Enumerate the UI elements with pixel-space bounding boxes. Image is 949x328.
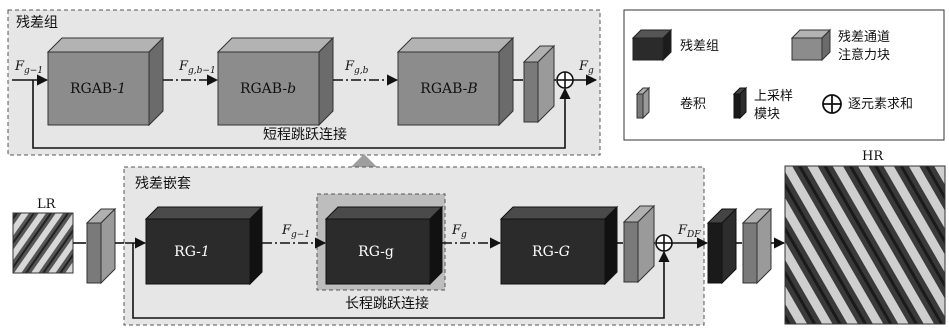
rg-cube-G: RG-G [501, 207, 617, 284]
rgab-cube-b: RGAB-b [218, 38, 333, 125]
f-out-sub: g [588, 66, 594, 76]
legend-label-3b: 模块 [754, 107, 780, 122]
long-skip-label: 长程跳跃连接 [345, 295, 429, 312]
rgab-1-prefix: RGAB- [70, 81, 117, 97]
legend-label-1: 残差通道 [838, 30, 890, 45]
f-in-sub: g−1 [24, 66, 43, 76]
conv-slab-top [524, 46, 554, 122]
sum-node-top [557, 72, 573, 88]
rg-G-suffix: G [559, 244, 570, 260]
first-conv-slab [87, 209, 115, 283]
legend-label-4: 逐元素求和 [848, 97, 913, 112]
hr-label: HR [862, 149, 884, 164]
channel-attention-block-icon [792, 30, 830, 60]
rgab-B-prefix: RGAB- [420, 81, 467, 97]
upsample-slab [708, 209, 736, 283]
f-b1-sub: g,b−1 [188, 66, 216, 76]
rgab-B-suffix: B [466, 81, 477, 97]
sum-node-bottom [656, 235, 672, 251]
hr-image [785, 166, 945, 324]
residual-group-title: 残差组 [16, 15, 58, 31]
rgab-cube-B: RGAB-B [398, 38, 513, 125]
conv-icon [637, 88, 649, 118]
legend-label-3: 上采样 [754, 89, 793, 104]
rgab-b-prefix: RGAB- [240, 81, 287, 97]
rgab-1-suffix: 1 [117, 81, 126, 97]
residual-group-icon [633, 30, 671, 60]
legend: 残差组 残差通道 注意力块 卷积 上采样 模块 逐元素求和 [624, 10, 944, 140]
conv-slab-bottom [624, 206, 654, 282]
rgab-cube-1: RGAB-1 [48, 38, 163, 125]
lr-image [13, 213, 73, 273]
rg-1-suffix: 1 [201, 244, 210, 260]
residual-group-panel: 残差组 RGAB-1 RGAB-b RGAB-B [8, 10, 600, 155]
rg-cube-1: RG-1 [146, 207, 262, 284]
nested-title: 残差嵌套 [135, 176, 191, 192]
short-skip-label: 短程跳跃连接 [263, 126, 347, 143]
svg-text:RG-g: RG-g [358, 244, 394, 260]
rgab-b-suffix: b [287, 81, 296, 97]
rg-G-prefix: RG- [532, 244, 559, 260]
legend-label-2: 卷积 [680, 96, 706, 112]
rg-1-prefix: RG- [174, 244, 201, 260]
legend-label-0: 残差组 [680, 39, 719, 54]
f-g1-sub: g−1 [291, 230, 310, 240]
legend-label-1b: 注意力块 [838, 47, 890, 63]
final-conv-slab [743, 209, 771, 283]
rg-cube-g: RG-g [326, 207, 442, 284]
svg-text:RG-G: RG-G [532, 244, 570, 260]
elementwise-sum-icon [823, 95, 841, 113]
nested-panel: 残差嵌套 RG-1 RG-g RG-G [124, 167, 704, 325]
f-b-sub: g,b [354, 66, 369, 76]
f-df-sub: DF [686, 230, 701, 240]
svg-text:RG-1: RG-1 [174, 244, 210, 260]
rg-g-prefix: RG- [358, 244, 385, 260]
svg-text:RGAB-1: RGAB-1 [70, 81, 126, 97]
f-g-sub: g [461, 230, 467, 240]
lr-label: LR [37, 197, 57, 212]
rg-g-suffix: g [385, 244, 394, 260]
upsample-icon [734, 88, 746, 118]
svg-text:RGAB-B: RGAB-B [420, 81, 477, 97]
svg-text:RGAB-b: RGAB-b [240, 81, 296, 97]
